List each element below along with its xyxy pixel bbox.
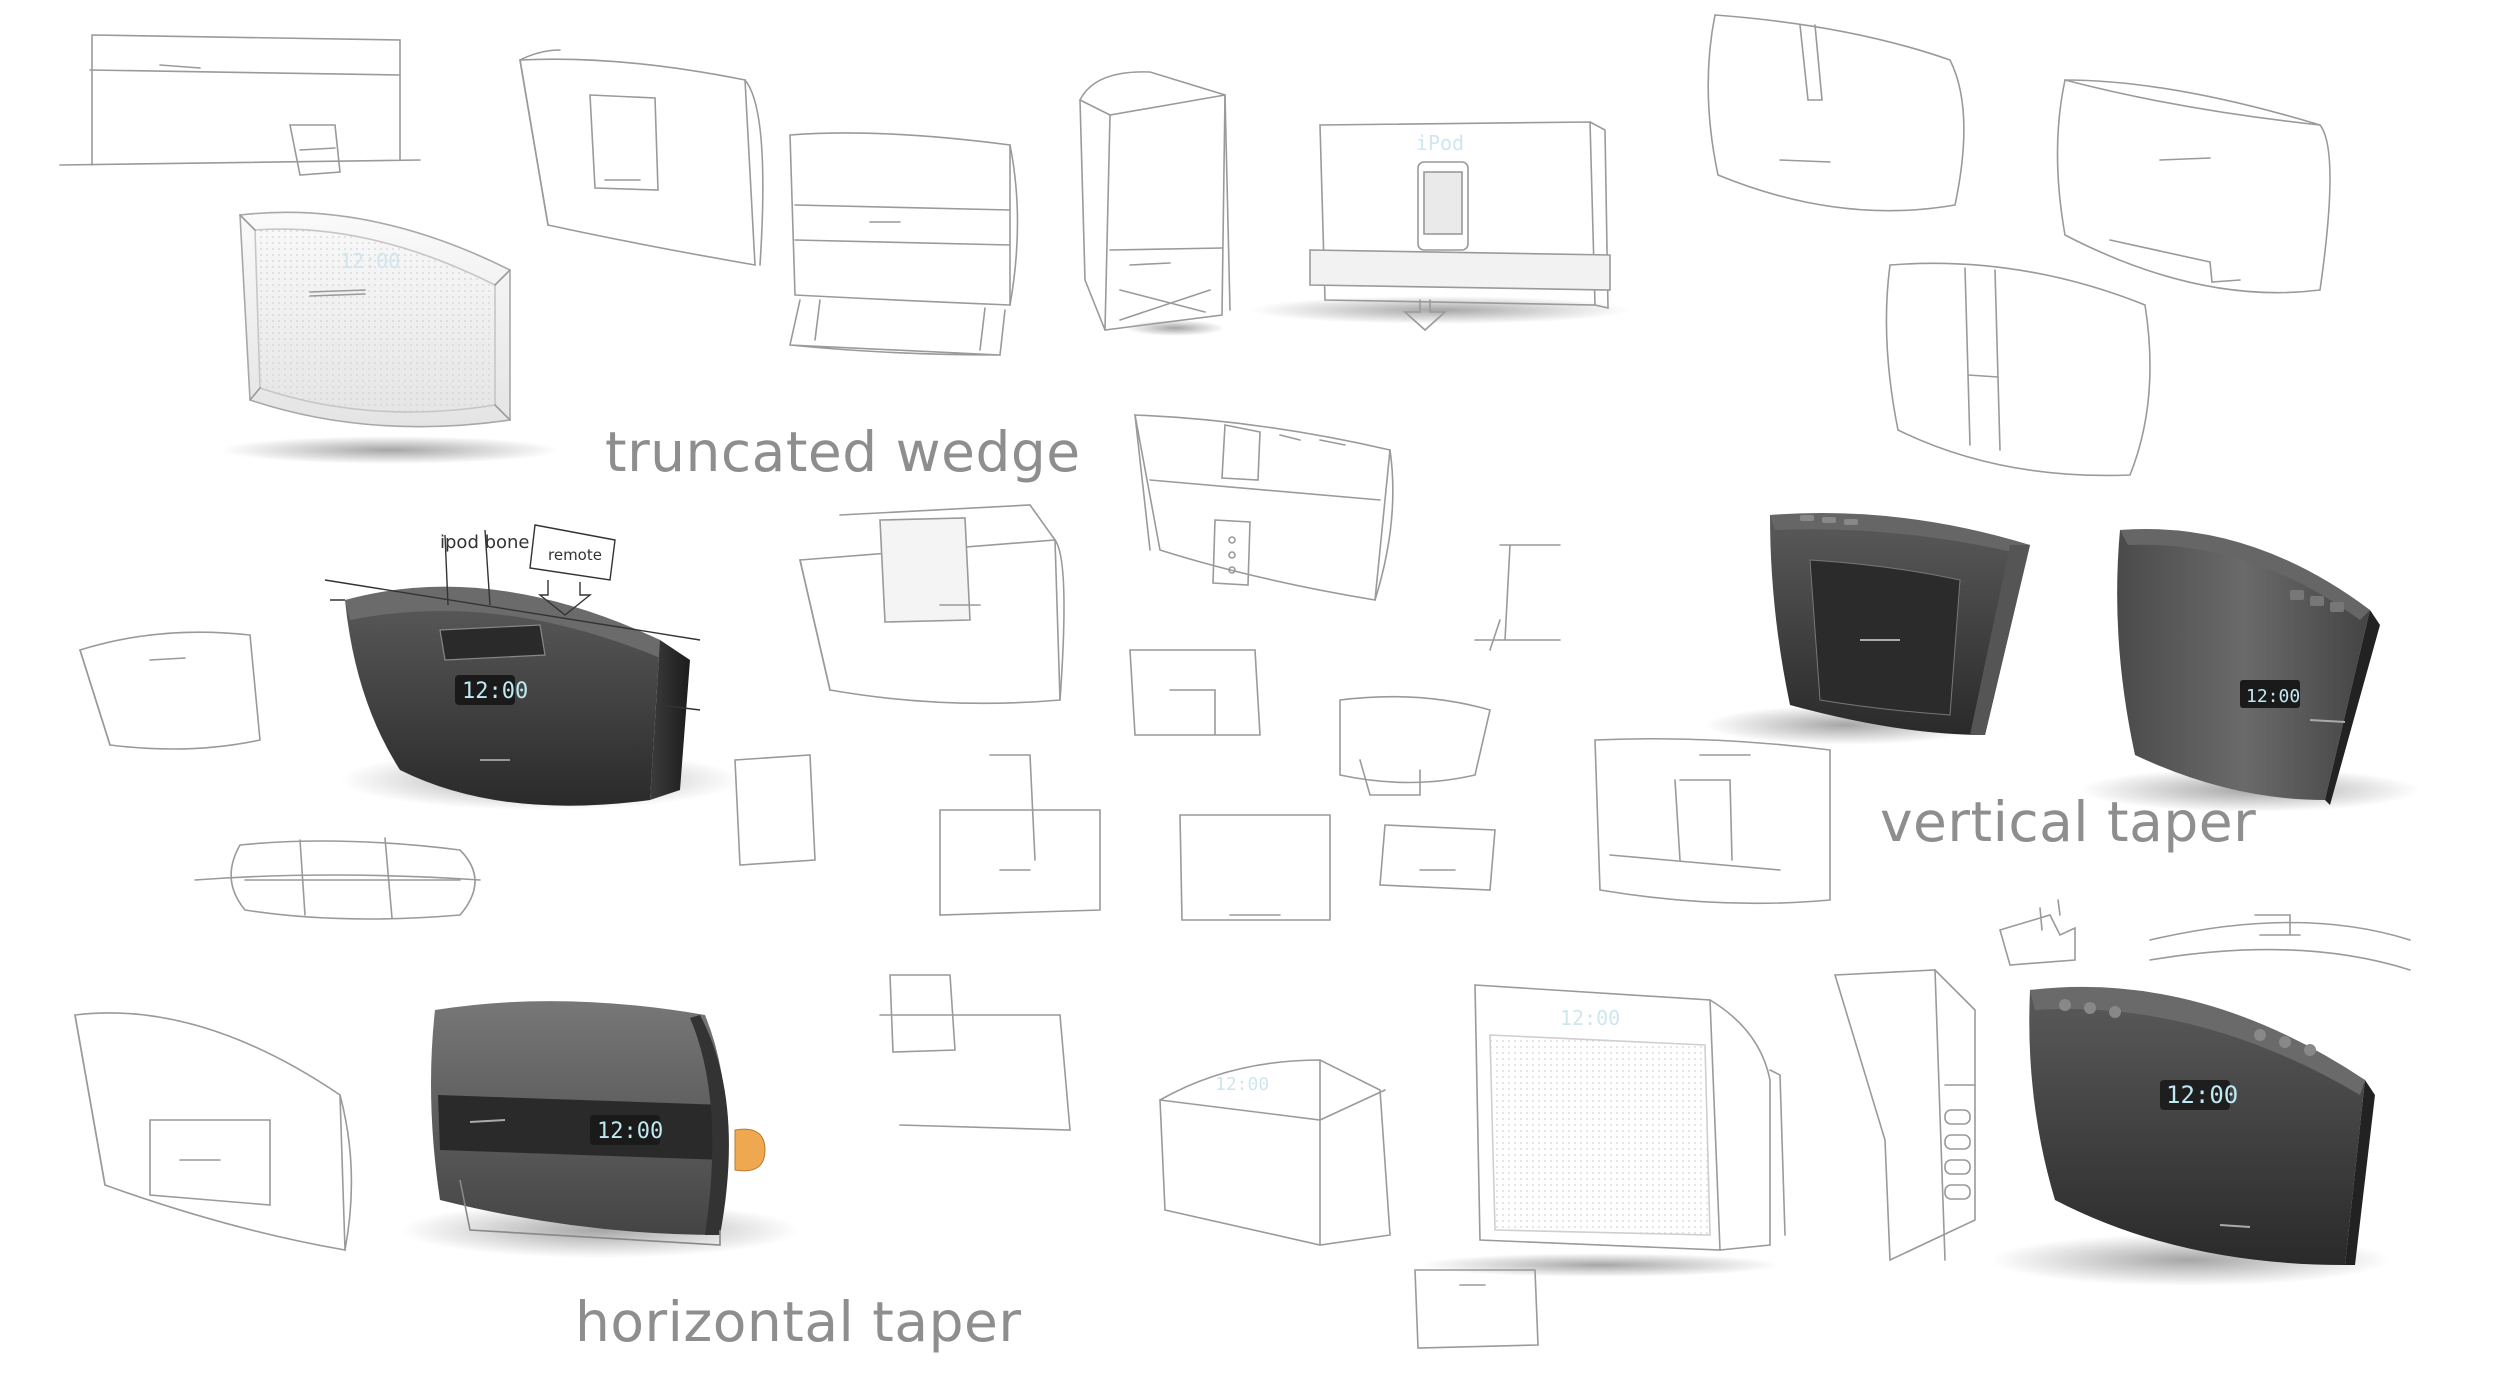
sketch-vertical-dock-detail [1999, 899, 2076, 966]
sketch-mid-square-3 [1129, 649, 1261, 736]
remote-note: remote [548, 546, 602, 564]
sketch-mid-square-2 [939, 754, 1101, 916]
render-vertical-taper-dark-2: 12:00 [2080, 529, 2420, 812]
sketch-center-open-dock [1134, 414, 1394, 601]
render-clock-speaker-bottomright: 12:00 [1990, 986, 2390, 1286]
ipod-display-text: iPod [1416, 131, 1464, 155]
sketch-oval-speaker-top [1707, 14, 1965, 212]
svg-text:12:00: 12:00 [462, 679, 528, 704]
caption-horizontal-taper: horizontal taper [575, 1290, 1022, 1354]
render-vertical-taper-dark-1 [1705, 513, 2030, 745]
sketch-flat-grid [194, 837, 481, 920]
sketch-tall-wedge-1 [519, 49, 764, 266]
sketch-wide-box-right [1594, 737, 1831, 905]
sketch-wedge-stand [789, 132, 1019, 356]
sketch-mid-square-4 [1179, 814, 1331, 921]
sketch-white-speaker-shaded: 12:00 [220, 211, 560, 464]
caption-truncated-wedge: truncated wedge [605, 420, 1081, 484]
render-truncated-wedge-dark: 12:00 ipod bone remote [324, 524, 740, 810]
sketch-bottom-square [1414, 1269, 1539, 1349]
sketch-box-with-dock [799, 504, 1065, 705]
svg-text:12:00: 12:00 [1215, 1074, 1269, 1095]
render-horizontal-taper-dark: 12:00 [400, 1001, 800, 1258]
sketch-oval-speaker-right [2056, 79, 2331, 294]
sketch-ipod-dock: iPod [1250, 121, 1630, 332]
sketch-small-bracket [879, 974, 1071, 1131]
sketch-wing-dock [2149, 914, 2411, 971]
svg-text:12:00: 12:00 [1560, 1006, 1620, 1030]
clock-display: 12:00 [2166, 1081, 2238, 1109]
sketch-angled-box: 12:00 [1159, 1059, 1391, 1246]
sketch-white-bottom-left [74, 1012, 353, 1251]
sketch-hex-dock [1339, 695, 1491, 796]
sketch-large-grille-box: 12:00 [1420, 984, 1786, 1277]
sketch-left-small-box [78, 631, 261, 750]
sketch-tall-side-buttons [1833, 969, 1976, 1262]
sketch-oval-speaker-center [1885, 262, 2151, 477]
sketch-topleft-box [59, 34, 421, 176]
caption-vertical-taper: vertical taper [1880, 790, 2257, 854]
sketch-small-chair-shape [1474, 544, 1561, 651]
svg-text:12:00: 12:00 [340, 249, 400, 273]
sketch-small-tray [1379, 824, 1496, 891]
sketch-mid-square-1 [734, 754, 816, 866]
ipod-bone-note: ipod bone [440, 532, 530, 553]
svg-text:12:00: 12:00 [597, 1119, 663, 1144]
svg-text:12:00: 12:00 [2246, 686, 2300, 707]
sketch-tall-tower [1079, 71, 1231, 336]
